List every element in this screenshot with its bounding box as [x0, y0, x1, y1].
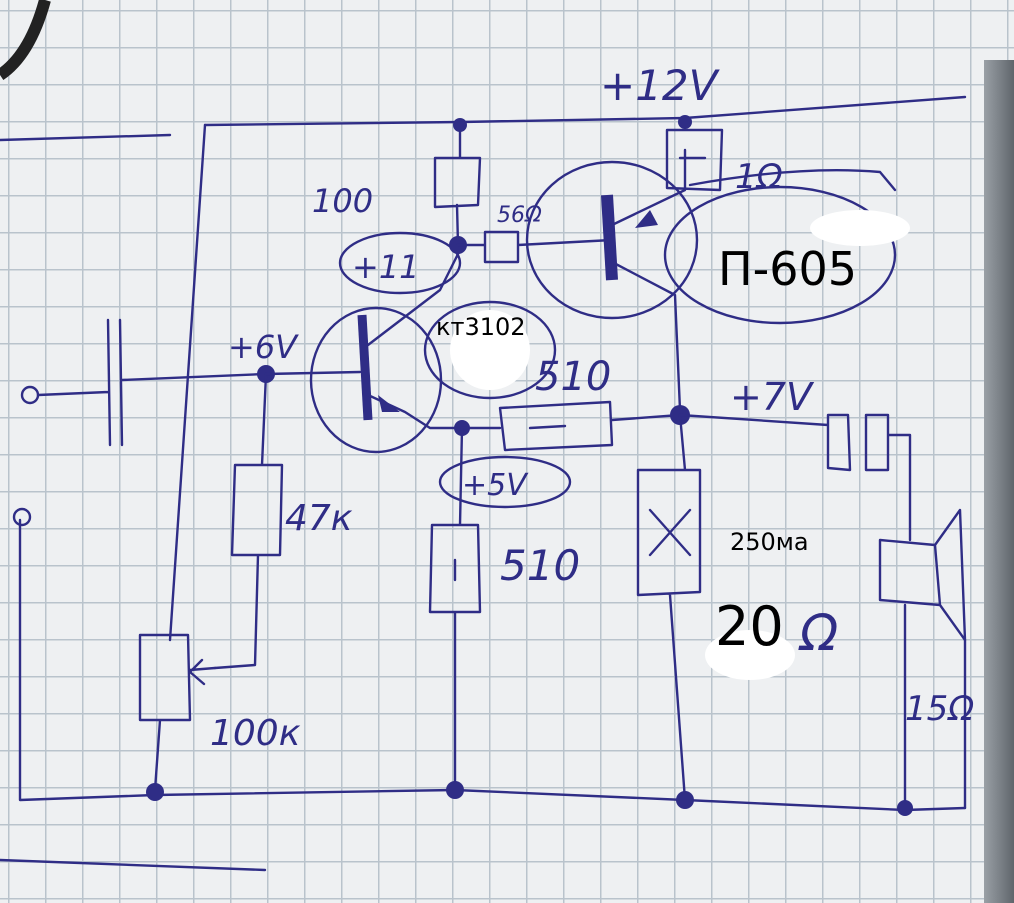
speaker — [878, 508, 967, 812]
label-q1: кт3102 — [436, 313, 526, 341]
q2-label-ellipse — [663, 185, 897, 325]
resistor-20ohm — [636, 413, 702, 802]
q1-circle — [309, 306, 443, 454]
label-supply: +12V — [600, 61, 721, 110]
output-capacitor — [678, 413, 912, 542]
cable — [0, 0, 51, 80]
resistor-510-feedback — [460, 400, 682, 452]
label-load-unit: Ω — [798, 604, 838, 662]
resistor-56 — [456, 230, 614, 264]
label-r-base: 56Ω — [497, 203, 542, 228]
label-current: 250мa — [730, 528, 809, 556]
node — [446, 781, 464, 799]
label-v11: +11 — [352, 248, 420, 286]
node — [678, 115, 692, 129]
q1-label-ellipse — [423, 300, 557, 400]
q2-base-bar — [601, 194, 618, 281]
correction-blot — [705, 630, 795, 680]
input-terminal — [20, 385, 40, 405]
q2-leads — [610, 148, 687, 412]
label-load: 20 — [715, 595, 784, 658]
label-q2: П-605 — [718, 242, 857, 296]
v11-ellipse — [338, 231, 462, 295]
node — [453, 118, 467, 132]
label-speaker: 15Ω — [905, 689, 974, 729]
q1-base — [264, 370, 362, 376]
q2-circle — [525, 160, 699, 320]
label-r-feedback: 510 — [535, 354, 611, 400]
resistor-1ohm — [665, 116, 724, 192]
label-r-em: 510 — [500, 541, 580, 590]
label-v-emitter: +5V — [462, 468, 529, 503]
correction-blot — [450, 310, 530, 390]
label-r-bias: 47к — [285, 498, 353, 539]
resistor-100 — [433, 120, 482, 247]
input-capacitor — [36, 318, 267, 447]
v5-ellipse — [438, 455, 572, 509]
arrow-curve — [688, 169, 897, 192]
label-r-emitter: 1Ω — [735, 157, 783, 197]
stray-line — [0, 133, 172, 142]
supply-rail — [203, 95, 967, 127]
resistor-510-emitter — [428, 426, 482, 792]
label-r-top: 100 — [312, 182, 373, 220]
ground-terminal — [12, 507, 32, 527]
q1-base-bar — [357, 314, 373, 421]
node — [897, 800, 913, 816]
label-pot: 100к — [210, 713, 301, 754]
label-v-base: +6V — [228, 328, 299, 366]
ground-rail — [18, 518, 967, 812]
correction-blot — [810, 210, 910, 246]
stray-line — [0, 858, 267, 872]
potentiometer-100k — [138, 633, 217, 792]
node — [676, 791, 694, 809]
label-v-out: +7V — [730, 375, 815, 419]
resistor-47k — [213, 372, 284, 670]
q2-emitter-arrow — [635, 210, 658, 228]
q1-emitter-arrow — [378, 395, 400, 412]
table-edge — [984, 60, 1014, 903]
node — [146, 783, 164, 801]
wire-pot-top — [168, 123, 207, 642]
